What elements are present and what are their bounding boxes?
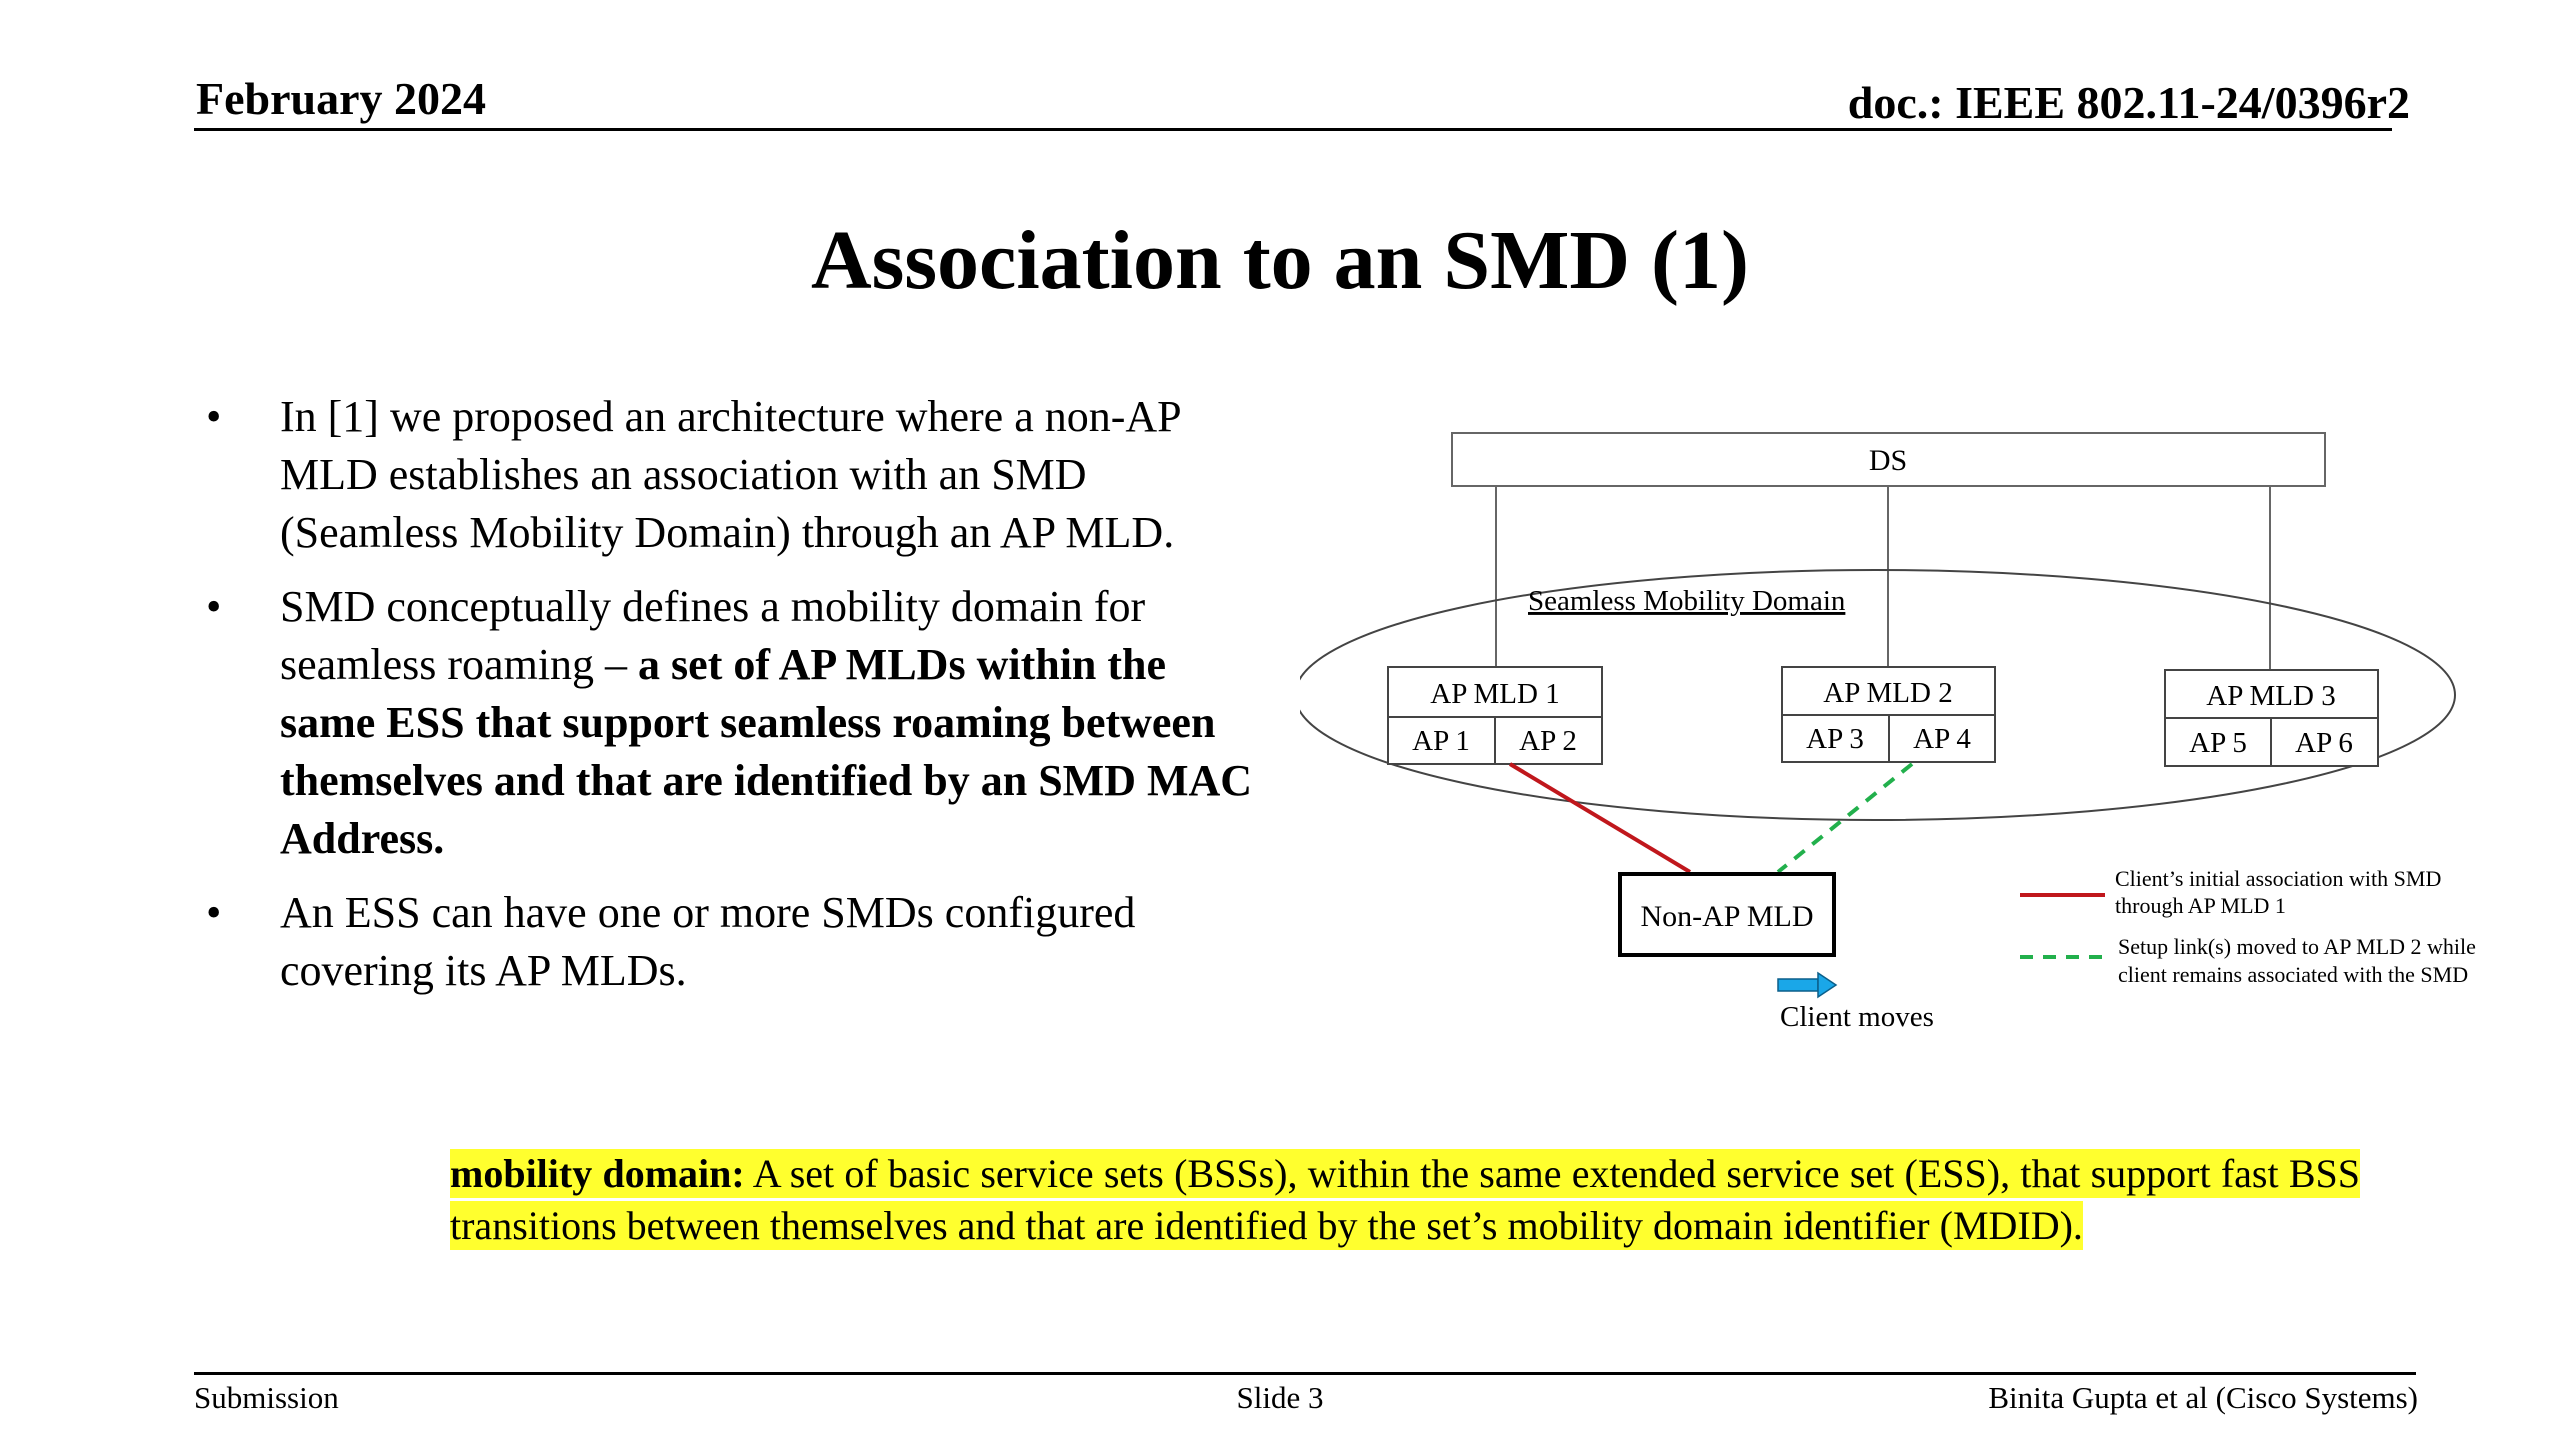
bullet-item: • SMD conceptually defines a mobility do… [196, 578, 1256, 868]
legend-text: Client’s initial association with SMD [2115, 866, 2441, 891]
smd-diagram: DS Seamless Mobility Domain AP MLD 1 AP … [1300, 432, 2476, 1033]
ap-label: AP 1 [1412, 725, 1470, 757]
ap-label: AP 5 [2189, 727, 2247, 759]
client-moves-label: Client moves [1780, 1001, 1934, 1033]
header-rule [194, 128, 2392, 131]
ds-box [1451, 432, 2326, 487]
bullet-dot: • [206, 582, 222, 631]
ap-mld-1: AP MLD 1 AP 1 AP 2 [1387, 666, 1603, 765]
ap-label: AP 6 [2295, 727, 2353, 759]
legend-text: client remains associated with the SMD [2118, 962, 2468, 987]
definition-highlight: mobility domain: A set of basic service … [450, 1149, 2360, 1250]
footer-slide-number: Slide 3 [1236, 1380, 1324, 1415]
bullet-text: In [1] we proposed an architecture where… [280, 392, 1181, 557]
moved-link-line [1776, 762, 1914, 874]
ap-mld-label: AP MLD 3 [2206, 680, 2335, 712]
smd-label: Seamless Mobility Domain [1528, 585, 1846, 617]
bullet-item: • An ESS can have one or more SMDs confi… [196, 884, 1256, 1000]
bullet-list: • In [1] we proposed an architecture whe… [196, 388, 1256, 1016]
footer-submission: Submission [194, 1380, 339, 1415]
header-date: February 2024 [196, 73, 487, 124]
bullet-bold-text: a set of AP MLDs within the same ESS tha… [280, 640, 1253, 863]
definition-box: mobility domain: A set of basic service … [450, 1148, 2360, 1252]
ds-label: DS [1869, 444, 1907, 477]
ap-mld-label: AP MLD 1 [1430, 678, 1559, 710]
bullet-dot: • [206, 888, 222, 937]
ap-label: AP 2 [1519, 725, 1577, 757]
bullet-item: • In [1] we proposed an architecture whe… [196, 388, 1256, 562]
legend-text: through AP MLD 1 [2115, 893, 2286, 918]
ap-label: AP 3 [1806, 723, 1864, 755]
bullet-text: SMD conceptually defines a mobility doma… [280, 582, 1146, 689]
definition-text: A set of basic service sets (BSSs), with… [450, 1151, 2360, 1248]
footer-rule [194, 1372, 2416, 1375]
smd-ellipse [1300, 569, 2456, 821]
definition-term: mobility domain: [450, 1151, 745, 1196]
header-doc-id: doc.: IEEE 802.11-24/0396r2 [1847, 77, 2410, 128]
bullet-text: An ESS can have one or more SMDs configu… [280, 888, 1136, 995]
arrow-right-icon [1777, 971, 1838, 999]
footer-authors: Binita Gupta et al (Cisco Systems) [1988, 1380, 2418, 1415]
ap-label: AP 4 [1913, 723, 1971, 755]
slide-title: Association to an SMD (1) [811, 214, 1749, 307]
non-ap-mld-label: Non-AP MLD [1640, 900, 1813, 933]
non-ap-mld-box [1618, 872, 1836, 957]
ap-mld-label: AP MLD 2 [1823, 677, 1952, 709]
ap-mld-3: AP MLD 3 AP 5 AP 6 [2164, 669, 2379, 767]
legend-text: Setup link(s) moved to AP MLD 2 while [2118, 934, 2476, 959]
bullet-dot: • [206, 392, 222, 441]
initial-association-line [1508, 762, 1692, 874]
ap-mld-2: AP MLD 2 AP 3 AP 4 [1781, 666, 1996, 763]
